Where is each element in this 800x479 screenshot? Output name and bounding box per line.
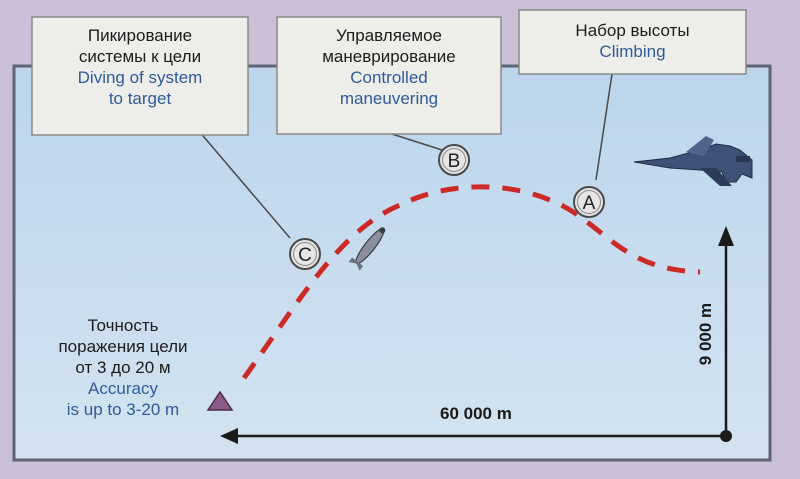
callout-diving: Пикирование системы к цели Diving of sys…: [32, 25, 248, 109]
accuracy-ru-1: Точность: [87, 316, 159, 335]
pointer-line-b: [391, 133, 443, 151]
callout-maneuver-en-1: Controlled: [350, 68, 428, 87]
accuracy-note: Точность поражения цели от 3 до 20 м Acc…: [36, 315, 210, 420]
distance-label: 60 000 m: [440, 404, 512, 423]
callout-diving-en-2: to target: [108, 89, 172, 108]
accuracy-ru-3: от 3 до 20 м: [75, 358, 171, 377]
pointer-line-c: [197, 129, 291, 239]
callout-climb-ru-1: Набор высоты: [575, 21, 690, 40]
callout-box-diving: [31, 16, 249, 136]
marker-b: [438, 144, 470, 176]
distance-arrow-head: [220, 428, 238, 444]
callout-diving-en-1: Diving of system: [77, 68, 203, 87]
callout-maneuver-en-2: maneuvering: [339, 89, 439, 108]
accuracy-en-2: is up to 3-20 m: [66, 400, 180, 419]
callout-box-climb: [518, 9, 747, 75]
marker-a: [573, 186, 605, 218]
trajectory-path: [241, 184, 701, 380]
accuracy-en-1: Accuracy: [88, 379, 158, 398]
marker-c: [289, 238, 321, 270]
marker-c-label: C: [298, 245, 312, 266]
pointer-line-a: [595, 73, 613, 181]
altitude-arrow-head: [718, 226, 734, 246]
callout-climb-en-1: Climbing: [599, 42, 666, 61]
callout-diving-ru-2: системы к цели: [78, 47, 202, 66]
callout-diving-ru-1: Пикирование: [87, 26, 193, 45]
guided-bomb-icon: [348, 227, 386, 271]
altitude-label: 9 000 m: [696, 302, 715, 366]
target-marker-icon: [206, 390, 234, 411]
callout-box-maneuver: [276, 16, 502, 135]
callout-maneuver: Управляемое маневрирование Controlled ma…: [277, 25, 501, 109]
accuracy-ru-2: поражения цели: [58, 337, 188, 356]
fighter-jet-icon: [633, 136, 753, 186]
marker-b-label: B: [448, 151, 461, 172]
callout-maneuver-ru-2: маневрирование: [322, 47, 456, 66]
marker-a-label: A: [583, 193, 596, 214]
callout-maneuver-ru-1: Управляемое: [336, 26, 442, 45]
callout-climb: Набор высоты Climbing: [519, 20, 746, 62]
